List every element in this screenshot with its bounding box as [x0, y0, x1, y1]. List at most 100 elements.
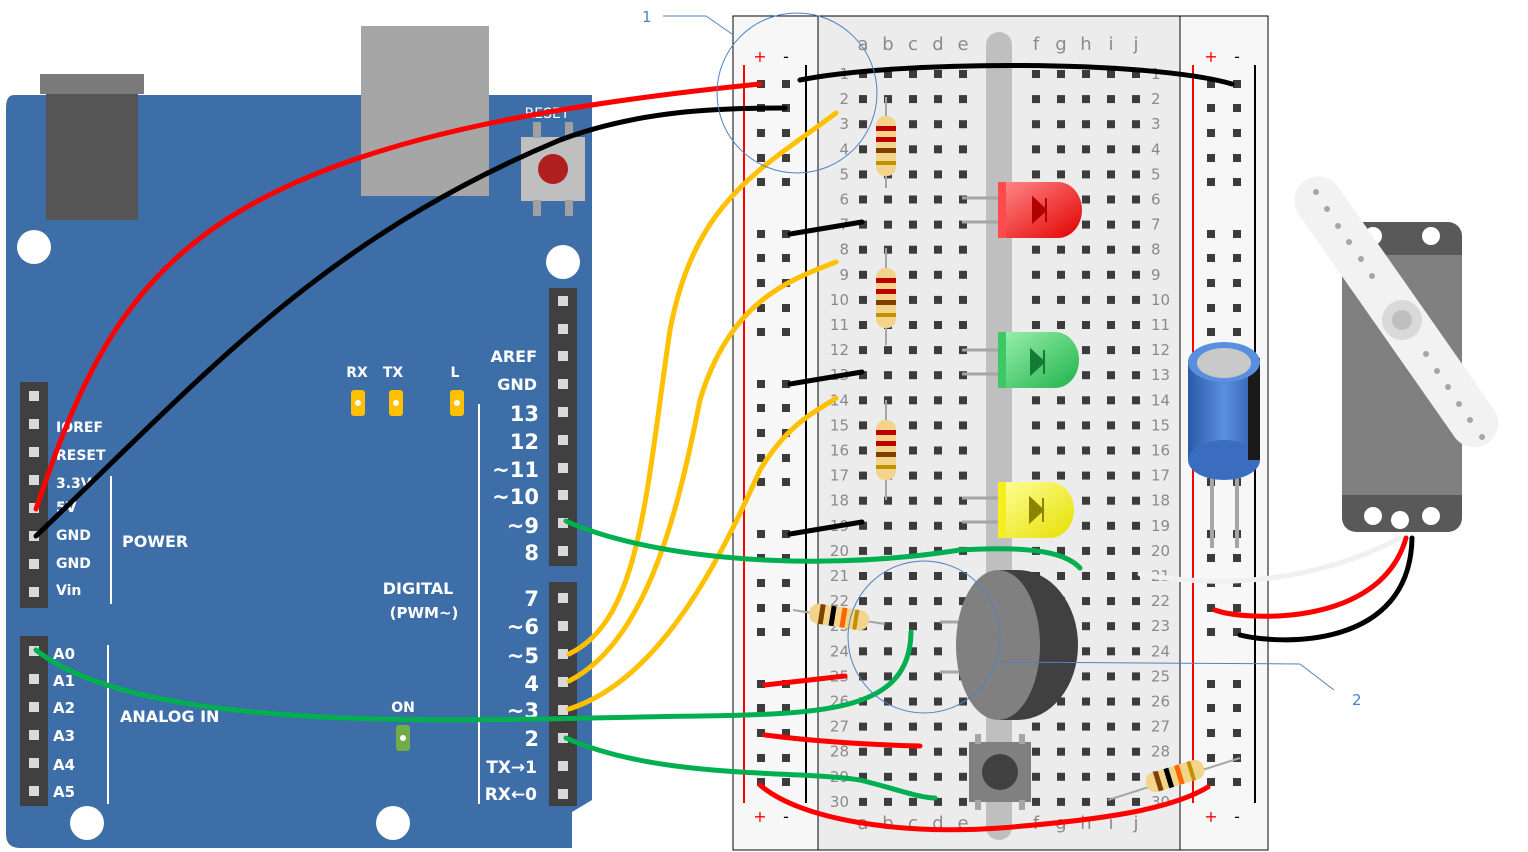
- breadboard-hole: [934, 120, 942, 128]
- breadboard-hole: [1107, 296, 1115, 304]
- breadboard-hole: [909, 497, 917, 505]
- arduino-board: RESET RX TX L ON IO: [6, 26, 592, 848]
- row-number-right: 10: [1151, 291, 1170, 309]
- breadboard-hole: [1132, 371, 1140, 379]
- breadboard-hole: [1032, 748, 1040, 756]
- pin-label-11: ~11: [492, 458, 539, 482]
- rail-hole: [757, 604, 765, 612]
- callout-leader-1: [663, 16, 732, 34]
- row-number-right: 8: [1151, 241, 1161, 259]
- breadboard-hole: [959, 271, 967, 279]
- breadboard-hole: [884, 196, 892, 204]
- breadboard-hole: [909, 798, 917, 806]
- breadboard-hole: [909, 95, 917, 103]
- rail-hole: [782, 778, 790, 786]
- pin-label-a3: A3: [53, 727, 75, 745]
- breadboard-hole: [1057, 170, 1065, 178]
- rail-hole: [1233, 604, 1241, 612]
- row-number-right: 26: [1151, 693, 1170, 711]
- breadboard-hole: [909, 346, 917, 354]
- breadboard-hole: [1082, 497, 1090, 505]
- rail-hole: [757, 154, 765, 162]
- breadboard-hole: [959, 95, 967, 103]
- breadboard-hole: [1132, 346, 1140, 354]
- rail-hole: [782, 478, 790, 486]
- row-number-left: 20: [830, 542, 849, 560]
- row-number-right: 6: [1151, 191, 1161, 209]
- breadboard-hole: [1132, 120, 1140, 128]
- breadboard-hole: [1082, 723, 1090, 731]
- breadboard-hole: [909, 698, 917, 706]
- breadboard-hole: [1082, 296, 1090, 304]
- breadboard-hole: [934, 597, 942, 605]
- pin-label-2: 2: [524, 727, 539, 751]
- breadboard-hole: [1107, 572, 1115, 580]
- breadboard-hole: [859, 145, 867, 153]
- breadboard-hole: [1082, 672, 1090, 680]
- breadboard-hole: [1132, 597, 1140, 605]
- row-number-right: 11: [1151, 316, 1170, 334]
- breadboard-hole: [959, 798, 967, 806]
- breadboard-hole: [1107, 271, 1115, 279]
- breadboard-hole: [1082, 321, 1090, 329]
- left-rail-minus-bottom: -: [783, 807, 789, 826]
- rail-hole: [1207, 729, 1215, 737]
- push-button[interactable]: [969, 734, 1031, 810]
- breadboard-hole: [1057, 321, 1065, 329]
- breadboard-hole: [859, 321, 867, 329]
- breadboard-hole: [1032, 773, 1040, 781]
- breadboard-hole: [859, 421, 867, 429]
- row-number-left: 15: [830, 416, 849, 434]
- rail-hole: [1207, 129, 1215, 137]
- rail-hole: [757, 704, 765, 712]
- breadboard-hole: [1057, 447, 1065, 455]
- breadboard-hole: [859, 647, 867, 655]
- breadboard-hole: [1082, 421, 1090, 429]
- pin-label-a5: A5: [53, 783, 75, 801]
- breadboard-hole: [1032, 70, 1040, 78]
- row-number-left: 5: [839, 165, 849, 183]
- row-number-left: 10: [830, 291, 849, 309]
- rail-hole: [1233, 328, 1241, 336]
- breadboard-hole: [859, 497, 867, 505]
- breadboard-hole: [1132, 95, 1140, 103]
- breadboard-hole: [1057, 421, 1065, 429]
- breadboard-hole: [1032, 321, 1040, 329]
- breadboard-hole: [909, 522, 917, 530]
- breadboard-hole: [1107, 522, 1115, 530]
- left-rail-minus-top: -: [783, 47, 789, 66]
- breadboard-hole: [934, 497, 942, 505]
- breadboard-hole: [859, 95, 867, 103]
- breadboard-hole: [1082, 597, 1090, 605]
- right-rail-minus-bottom: -: [1234, 807, 1240, 826]
- rail-hole: [782, 304, 790, 312]
- breadboard-hole: [1107, 70, 1115, 78]
- breadboard-hole: [884, 346, 892, 354]
- breadboard-hole: [1107, 145, 1115, 153]
- breadboard-hole: [1132, 773, 1140, 781]
- breadboard-hole: [1032, 472, 1040, 480]
- breadboard-hole: [1057, 145, 1065, 153]
- digital-label: DIGITAL: [383, 579, 454, 598]
- breadboard-hole: [934, 145, 942, 153]
- rail-hole: [1233, 254, 1241, 262]
- right-rail-plus-top: +: [1204, 47, 1217, 66]
- breadboard-hole: [959, 723, 967, 731]
- breadboard-hole: [884, 647, 892, 655]
- breadboard-hole: [959, 421, 967, 429]
- row-number-right: 23: [1151, 617, 1170, 635]
- breadboard-hole: [1082, 798, 1090, 806]
- breadboard-hole: [1082, 120, 1090, 128]
- breadboard-hole: [1032, 271, 1040, 279]
- breadboard-hole: [884, 547, 892, 555]
- pin-label-aref: AREF: [490, 347, 537, 366]
- rail-hole: [757, 628, 765, 636]
- breadboard-hole: [1082, 145, 1090, 153]
- pin-label-gnd-digital: GND: [497, 375, 537, 394]
- breadboard-hole: [859, 472, 867, 480]
- rail-hole: [782, 254, 790, 262]
- row-number-left: 11: [830, 316, 849, 334]
- rail-hole: [1207, 279, 1215, 287]
- row-number-left: 18: [830, 492, 849, 510]
- row-number-left: 3: [839, 115, 849, 133]
